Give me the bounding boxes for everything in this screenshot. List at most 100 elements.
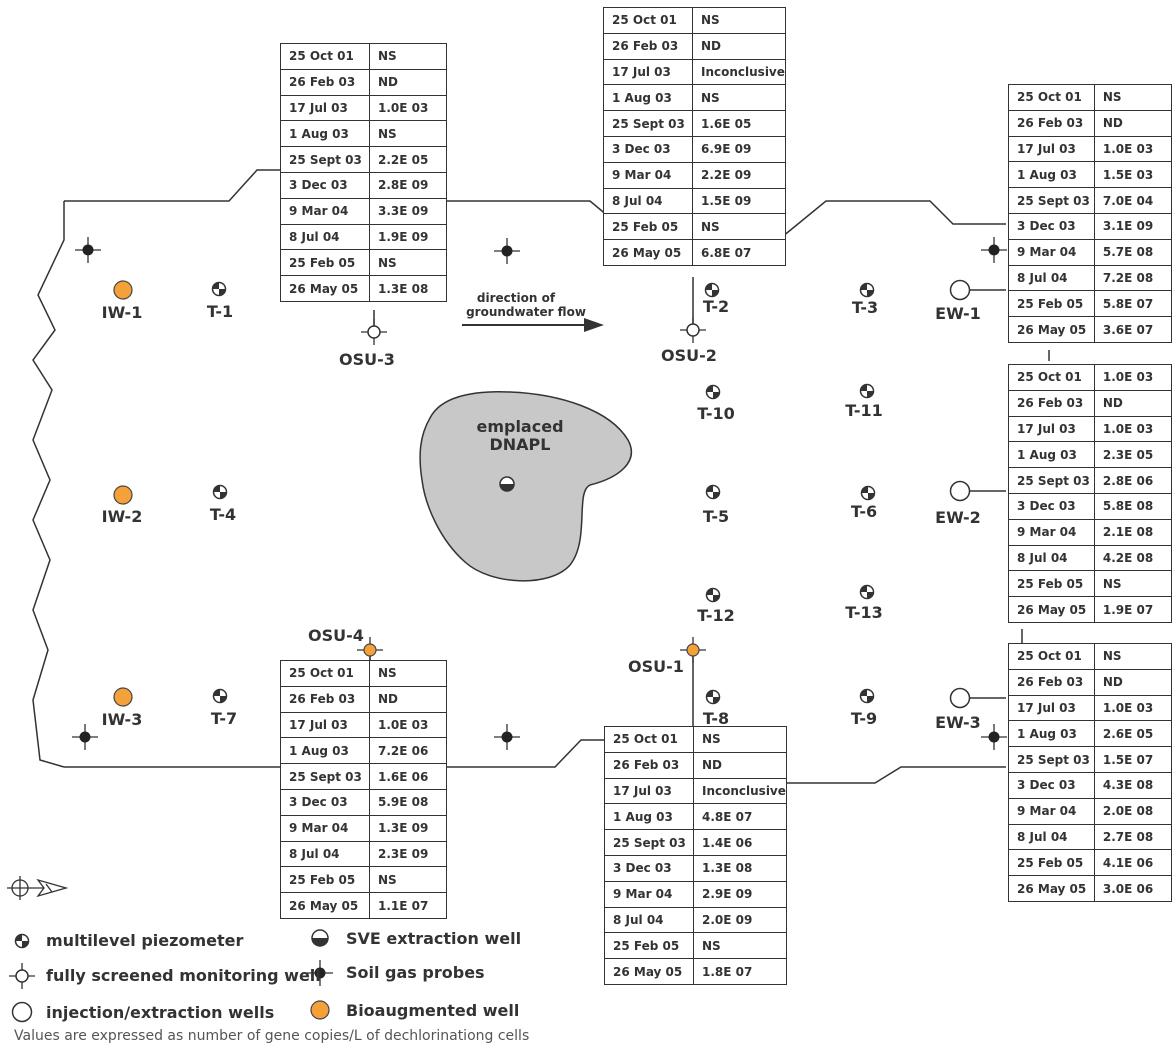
label-t13: T-13	[845, 603, 882, 622]
sample-date: 26 Feb 03	[280, 68, 370, 96]
sample-date: 9 Mar 04	[280, 197, 370, 225]
dnapl-label-1: emplaced	[476, 417, 563, 436]
label-iw3: IW-3	[102, 710, 143, 729]
sample-date: 1 Aug 03	[280, 737, 370, 765]
gene-copies-value: NS	[369, 43, 447, 70]
gene-copies-value: 5.9E 08	[369, 788, 447, 816]
sample-date: 17 Jul 03	[280, 711, 370, 739]
gene-copies-value: ND	[1093, 109, 1172, 137]
sample-date: 26 May 05	[1008, 875, 1095, 902]
gene-copies-value: ND	[693, 751, 787, 779]
legend-bio-icon	[310, 1000, 330, 1020]
gene-copies-value: 3.6E 07	[1093, 316, 1172, 343]
legend-sve-icon	[311, 929, 329, 947]
gene-copies-value: 3.3E 09	[369, 197, 447, 225]
piezometer-t12	[705, 587, 721, 603]
gene-copies-value: 7.2E 08	[1093, 264, 1172, 292]
label-osu2: OSU-2	[661, 346, 717, 365]
gene-copies-value: 1.3E 09	[369, 814, 447, 842]
sample-date: 26 May 05	[1008, 316, 1095, 343]
sample-date: 9 Mar 04	[1008, 238, 1095, 266]
soil-gas-probe-5	[493, 723, 521, 751]
label-osu4: OSU-4	[308, 626, 364, 645]
label-iw1: IW-1	[102, 303, 143, 322]
piezometer-t5	[705, 484, 721, 500]
soil-gas-probe-2	[493, 237, 521, 265]
sample-date: 17 Jul 03	[280, 94, 370, 122]
piezometer-t13	[859, 584, 875, 600]
piezometer-t7	[212, 688, 228, 704]
legend-injection: injection/extraction wells	[46, 1003, 274, 1022]
gene-copies-value: NS	[1093, 570, 1172, 598]
legend-soil-gas: Soil gas probes	[346, 963, 485, 982]
gene-copies-value: 5.7E 08	[1093, 238, 1172, 266]
gene-copies-value: 4.1E 06	[1093, 849, 1172, 877]
gene-copies-value: 1.0E 03	[1093, 415, 1172, 443]
label-osu1: OSU-1	[628, 657, 684, 676]
well-iw1	[113, 280, 133, 300]
label-t9: T-9	[851, 709, 877, 728]
sample-date: 1 Aug 03	[604, 803, 694, 831]
sample-date: 8 Jul 04	[1008, 264, 1095, 292]
sample-date: 26 Feb 03	[1008, 109, 1095, 137]
sample-date: 26 Feb 03	[1008, 389, 1095, 417]
sample-date: 25 Oct 01	[603, 7, 693, 34]
monitoring-well-osu2	[679, 316, 707, 344]
gene-copies-value: 1.0E 03	[369, 94, 447, 122]
soil-gas-probe-4	[71, 723, 99, 751]
gene-copies-value: 2.6E 05	[1093, 720, 1172, 748]
gene-copies-value: 2.8E 06	[1093, 467, 1172, 494]
gene-copies-value: ND	[692, 32, 786, 60]
gene-copies-value: 1.5E 07	[1093, 746, 1172, 773]
sample-date: 8 Jul 04	[280, 840, 370, 868]
sample-date: 26 Feb 03	[280, 685, 370, 713]
gene-copies-value: 1.4E 06	[693, 829, 787, 856]
sample-date: 25 Oct 01	[280, 43, 370, 70]
gene-copies-value: 3.0E 06	[1093, 875, 1172, 902]
sample-date: 25 Sept 03	[1008, 746, 1095, 773]
gene-copies-value: NS	[369, 249, 447, 277]
sample-date: 3 Dec 03	[1008, 492, 1095, 520]
sample-date: 9 Mar 04	[280, 814, 370, 842]
label-t12: T-12	[697, 606, 734, 625]
sample-date: 3 Dec 03	[280, 788, 370, 816]
label-osu3: OSU-3	[339, 350, 395, 369]
gene-copies-value: 1.5E 03	[1093, 161, 1172, 189]
soil-gas-probe-1	[74, 236, 102, 264]
sample-date: 8 Jul 04	[1008, 544, 1095, 572]
sample-date: 25 Feb 05	[280, 866, 370, 894]
soil-gas-probe-6	[980, 723, 1008, 751]
gene-copies-value: 1.1E 07	[369, 892, 447, 919]
sample-date: 25 Feb 05	[1008, 570, 1095, 598]
sample-date: 25 Feb 05	[603, 213, 693, 241]
sample-date: 25 Oct 01	[280, 660, 370, 687]
label-t2: T-2	[703, 297, 729, 316]
sample-date: 3 Dec 03	[1008, 771, 1095, 799]
